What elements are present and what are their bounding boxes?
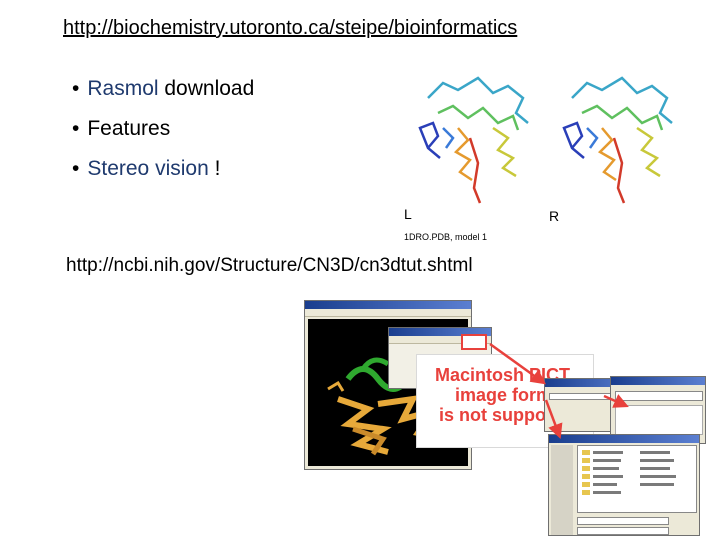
protein-stereo-right-image [562,76,673,204]
top-url-link[interactable]: http://biochemistry.utoronto.ca/steipe/b… [63,17,518,39]
bullet-marker: • [72,117,80,140]
window-titlebar [545,379,635,387]
bullet-marker: • [72,77,80,100]
filename-field[interactable] [577,517,669,525]
stereo-keyword: Stereo vision [87,157,209,180]
screenshot-collage: Macintosh PICT image format is not suppo… [304,300,706,536]
window-menubar [305,309,471,317]
bullet-text: ! [208,157,221,180]
bullet-features: • Features [72,115,254,155]
highlight-box [461,334,487,350]
bullet-rasmol: • Rasmol download [72,75,254,115]
save-options-window [610,376,706,444]
bullet-text: download [158,77,255,100]
stereo-left-label: L [404,206,412,222]
window-titlebar [305,301,471,309]
file-items [582,450,676,495]
filetype-field[interactable] [577,527,669,535]
stereo-right-label: R [549,208,560,224]
bullet-text: Features [87,117,171,140]
file-list[interactable] [577,445,697,513]
stereo-caption: 1DRO.PDB, model 1 [404,232,488,242]
arrow-2 [603,394,629,408]
red-arrows [489,342,629,440]
arrow-3 [544,399,563,440]
option-list[interactable] [615,405,703,435]
warning-line-2: image format [455,385,569,405]
bullet-stereo: • Stereo vision ! [72,155,254,195]
window-titlebar [389,328,491,336]
rasmol-keyword: Rasmol [87,77,159,100]
arrow-1 [489,342,547,385]
places-bar[interactable] [551,445,573,535]
bullet-marker: • [72,157,80,180]
bullet-list: • Rasmol download • Features • Stereo visio… [72,75,254,195]
file-save-dialog [548,434,700,536]
window-titlebar [611,377,705,385]
window-menubar [389,336,491,344]
window-titlebar [549,435,699,443]
protein-stereo-left-image [418,76,529,204]
ncbi-url-text[interactable]: http://ncbi.nih.gov/Structure/CN3D/cn3dt… [66,255,473,276]
